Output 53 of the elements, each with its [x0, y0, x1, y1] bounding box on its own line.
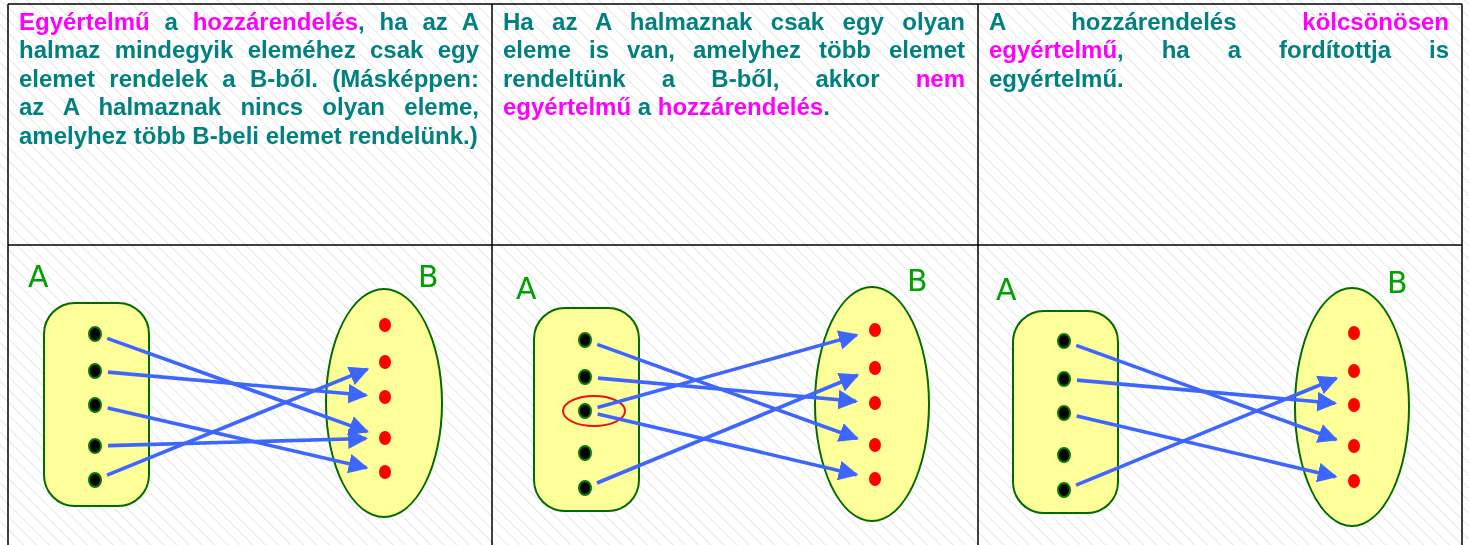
- element-dot: [578, 332, 592, 348]
- arrow: [1075, 375, 1339, 487]
- element-dot: [88, 363, 102, 379]
- description-text: Egyértelmű a hozzárendelés, ha az A halmaz mindegyik eleméhez csak egy elemet rendelek a B-ből. (Másképpen: az A halmaznak nincs olyan eleme, amelyhez több B-beli elemet rendelünk.): [19, 8, 479, 151]
- element-dot: [88, 438, 102, 454]
- arrow: [596, 342, 859, 442]
- arrow: [597, 330, 859, 410]
- arrow: [597, 376, 859, 410]
- arrow: [1076, 378, 1338, 412]
- element-dot: [869, 323, 881, 337]
- set-label: A: [996, 275, 1017, 305]
- element-dot: [578, 369, 592, 385]
- set-label: A: [28, 262, 49, 292]
- description-text: A hozzárendelés kölcsönösen egyértelmű, ha a fordítottja is egyértelmű.: [989, 8, 1449, 94]
- arrow: [596, 372, 860, 485]
- element-dot: [1057, 333, 1071, 349]
- element-dot: [869, 361, 881, 375]
- element-dot: [578, 480, 592, 496]
- element-dot: [1057, 405, 1071, 421]
- element-dot: [379, 431, 391, 445]
- element-dot: [1057, 371, 1071, 387]
- element-dot: [578, 403, 592, 419]
- element-dot: [869, 396, 881, 410]
- arrow: [1075, 343, 1338, 443]
- element-dot: [88, 326, 102, 342]
- element-dot: [1348, 326, 1360, 340]
- arrow: [106, 336, 369, 435]
- element-dot: [1057, 482, 1071, 498]
- element-dot: [869, 438, 881, 452]
- element-dot: [379, 465, 391, 479]
- arrow: [107, 370, 369, 404]
- element-dot: [869, 472, 881, 486]
- element-dot: [379, 355, 391, 369]
- arrow: [107, 429, 368, 449]
- set-label: B: [1387, 268, 1408, 298]
- arrow: [107, 406, 369, 474]
- element-dot: [1348, 398, 1360, 412]
- set-label: B: [418, 262, 439, 292]
- description-text: Ha az A halmaznak csak egy olyan eleme is van, amelyhez több elemet rendeltünk a B-ből, akkor nem egyértelmű a hozzárendelés.: [503, 8, 965, 122]
- set-label: B: [907, 266, 928, 296]
- arrow: [106, 366, 370, 477]
- element-dot: [379, 390, 391, 404]
- element-dot: [88, 397, 102, 413]
- arrow: [597, 412, 859, 481]
- element-dot: [1348, 364, 1360, 378]
- arrow: [1076, 414, 1338, 483]
- element-dot: [379, 318, 391, 332]
- element-dot: [578, 445, 592, 461]
- element-dot: [1057, 447, 1071, 463]
- element-dot: [1348, 439, 1360, 453]
- set-label: A: [516, 274, 537, 304]
- element-dot: [1348, 474, 1360, 488]
- element-dot: [88, 472, 102, 488]
